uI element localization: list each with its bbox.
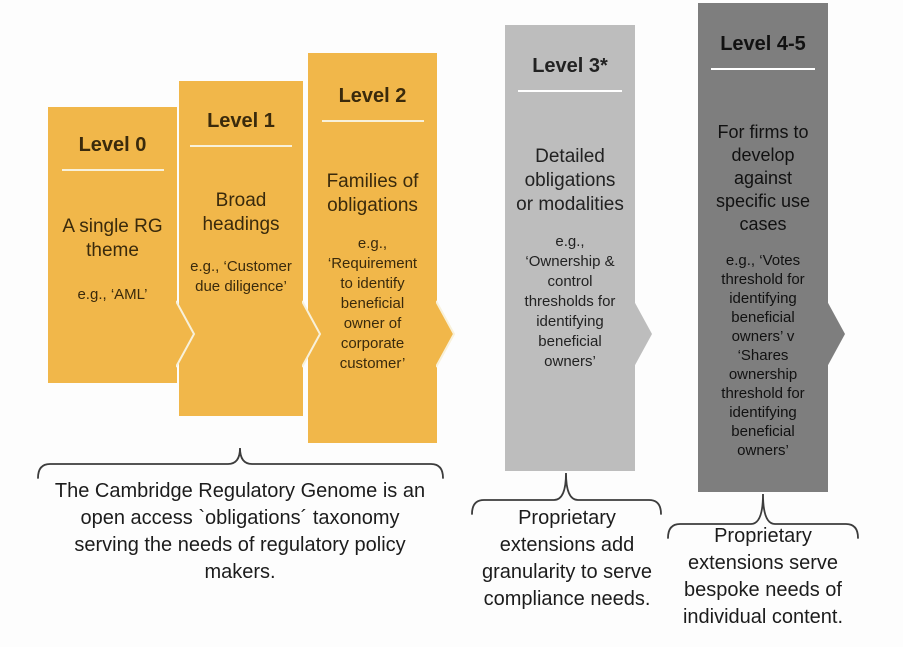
chevron-right-icon	[827, 301, 845, 367]
column-body-text: Families of obligations	[326, 171, 419, 216]
column-title: Level 2	[338, 85, 407, 107]
column-body-text: Detailed obligations or modalities	[516, 146, 624, 215]
title-underline	[711, 68, 815, 70]
title-underline	[61, 169, 164, 171]
column-example-text: e.g., ‘Votes threshold for identifying b…	[721, 252, 805, 459]
column-level-2: Level 2 Families of obligations e.g., ‘R…	[308, 53, 456, 443]
chevron-right-icon	[634, 301, 652, 367]
column-body-text: Broad headings	[202, 190, 280, 235]
caption-compliance-extensions: Proprietary extensions add granularity t…	[481, 507, 653, 610]
column-title: Level 1	[207, 110, 275, 132]
caption-regulatory-genome: The Cambridge Regulatory Genome is an op…	[54, 480, 426, 583]
column-body-text: A single RG theme	[62, 216, 163, 261]
column-title: Level 4-5	[720, 33, 806, 55]
column-level-1: Level 1 Broad headings e.g., ‘Customer d…	[179, 81, 322, 416]
column-level-3: Level 3* Detailed obligations or modalit…	[505, 25, 652, 471]
column-example-text: e.g., ‘AML’	[77, 286, 148, 303]
chevron-right-icon	[302, 300, 322, 368]
column-body-text: For firms to develop against specific us…	[715, 122, 811, 234]
caption-bespoke-extensions: Proprietary extensions serve bespoke nee…	[682, 525, 844, 628]
title-underline	[190, 145, 292, 147]
title-underline	[518, 90, 622, 92]
column-example-text: e.g., ‘Requirement to identify beneficia…	[327, 235, 418, 372]
column-example-text: e.g., ‘Customer due diligence’	[190, 258, 292, 295]
column-title: Level 3*	[532, 55, 608, 77]
chevron-right-icon	[176, 300, 196, 368]
column-title: Level 0	[78, 134, 147, 156]
curly-brace-left	[37, 447, 444, 479]
chevron-right-icon	[436, 300, 456, 368]
title-underline	[321, 120, 424, 122]
column-level-0: Level 0 A single RG theme e.g., ‘AML’	[48, 107, 196, 383]
column-example-text: e.g., ‘Ownership & control thresholds fo…	[524, 233, 616, 370]
column-level-4-5: Level 4-5 For firms to develop against s…	[698, 3, 845, 492]
